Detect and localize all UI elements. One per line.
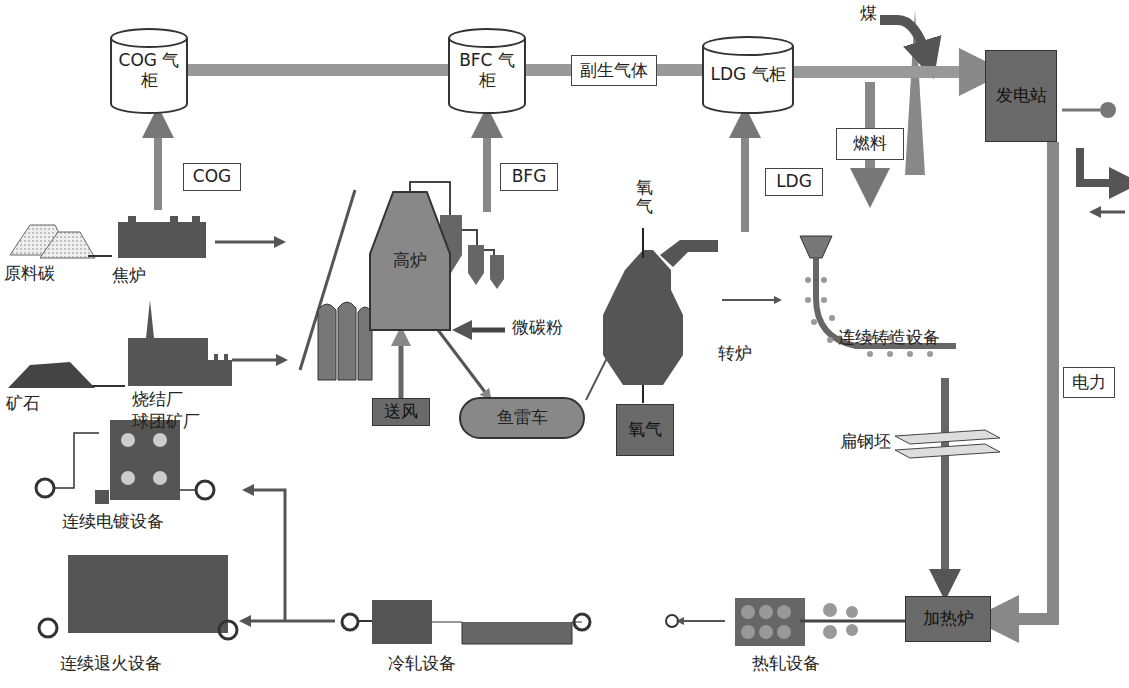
node-text: 鱼雷车	[497, 408, 548, 428]
node-text: 燃料	[853, 134, 887, 154]
node-text: LDG 气柜	[709, 65, 787, 85]
gas-label-box: LDG	[765, 168, 823, 196]
node-text: 送风	[384, 402, 418, 422]
gas-holder: BFC 气柜	[448, 28, 526, 114]
node-text: LDG	[776, 172, 812, 192]
gas-label-box: BFG	[500, 163, 558, 191]
part-label: 连续退火设备	[60, 654, 162, 674]
vertical-label: 氧气	[636, 178, 653, 215]
edge-label: 电力	[1072, 372, 1106, 392]
part-label: 烧结厂	[132, 390, 183, 410]
part-label: 连续铸造设备	[838, 328, 940, 348]
connector	[188, 64, 448, 76]
connector	[399, 336, 404, 398]
node-text: BFC 气柜	[455, 51, 519, 90]
fuel-box: 燃料	[836, 128, 904, 160]
gas-holder: LDG 气柜	[702, 36, 794, 114]
part-label: 微碳粉	[512, 318, 563, 338]
part-label: 煤	[860, 4, 877, 24]
node-text: COG	[193, 167, 231, 187]
blast-box: 送风	[372, 398, 430, 426]
edge-label: 副生气体	[580, 60, 648, 80]
node-text: 氧气	[628, 420, 662, 440]
connector	[794, 66, 983, 78]
part-label: 热轧设备	[752, 654, 820, 674]
gas-label-box: COG	[183, 163, 241, 191]
edge-label-box: 副生气体	[571, 55, 657, 86]
heating-furnace: 加热炉	[905, 596, 991, 642]
node-text: 加热炉	[923, 609, 974, 629]
node-text: COG 气柜	[117, 51, 181, 90]
part-label: 矿石	[6, 394, 40, 414]
connector	[995, 142, 1053, 619]
connector	[438, 330, 488, 396]
gas-holder: COG 气柜	[110, 28, 188, 114]
torpedo-car: 鱼雷车	[458, 396, 586, 440]
power-plant: 发电站	[985, 50, 1057, 142]
edge-label-box: 电力	[1063, 367, 1115, 398]
node-text: BFG	[512, 167, 547, 187]
blast-furnace: 高炉	[368, 190, 452, 332]
part-label: 连续电镀设备	[62, 512, 164, 532]
part-label: 焦炉	[112, 266, 146, 286]
node-text: 高炉	[393, 251, 427, 271]
oxygen-box: 氧气	[616, 404, 674, 456]
part-label: 转炉	[718, 344, 752, 364]
part-label: 原料碳	[4, 264, 55, 284]
part-label: 球团矿厂	[132, 412, 200, 432]
node-text: 发电站	[996, 86, 1047, 106]
part-label: 冷轧设备	[388, 654, 456, 674]
part-label: 扁钢坯	[840, 432, 891, 452]
